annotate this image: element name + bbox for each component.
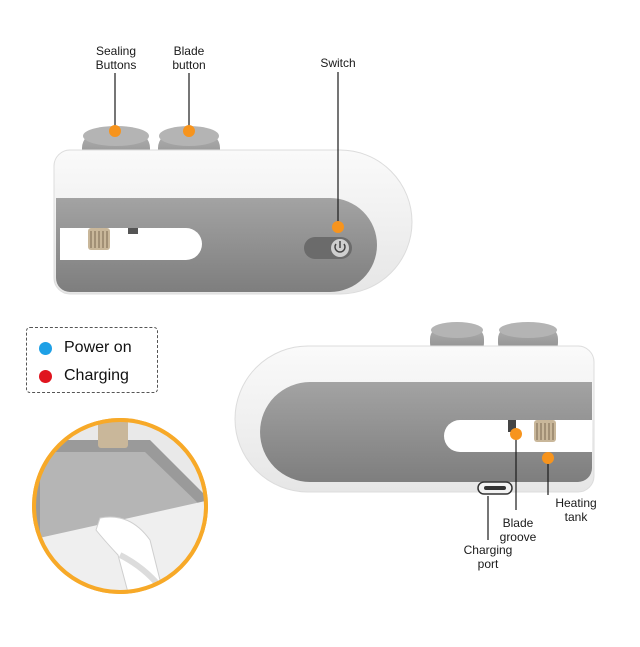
blue-dot-icon — [39, 341, 52, 355]
label-heating-tank: Heating tank — [555, 496, 597, 524]
label-charging-port: Charging port — [463, 543, 513, 571]
legend-item-power-on: Power on — [39, 337, 132, 359]
heating-coil-bottom — [534, 420, 556, 442]
label-blade-groove: Blade groove — [499, 516, 537, 544]
callouts — [109, 72, 554, 540]
bottom-device — [234, 322, 595, 495]
label-blade-button: Blade button — [172, 44, 206, 72]
callout-dot-blade-button — [183, 125, 195, 137]
top-device — [53, 126, 413, 295]
indicator-legend: Power on Charging — [26, 327, 158, 393]
callout-dot-blade-groove — [510, 428, 522, 440]
red-dot-icon — [39, 369, 52, 383]
zoom-detail — [32, 418, 208, 594]
legend-item-charging: Charging — [39, 365, 129, 387]
charging-port — [477, 481, 513, 495]
label-switch: Switch — [320, 56, 356, 70]
callout-dot-heating-tank — [542, 452, 554, 464]
callout-dot-switch — [332, 221, 344, 233]
power-switch[interactable] — [304, 237, 352, 259]
heating-coil-top — [88, 228, 110, 250]
label-sealing-buttons: Sealing Buttons — [95, 44, 137, 72]
callout-dot-sealing — [109, 125, 121, 137]
blade-groove-mark — [508, 420, 516, 432]
